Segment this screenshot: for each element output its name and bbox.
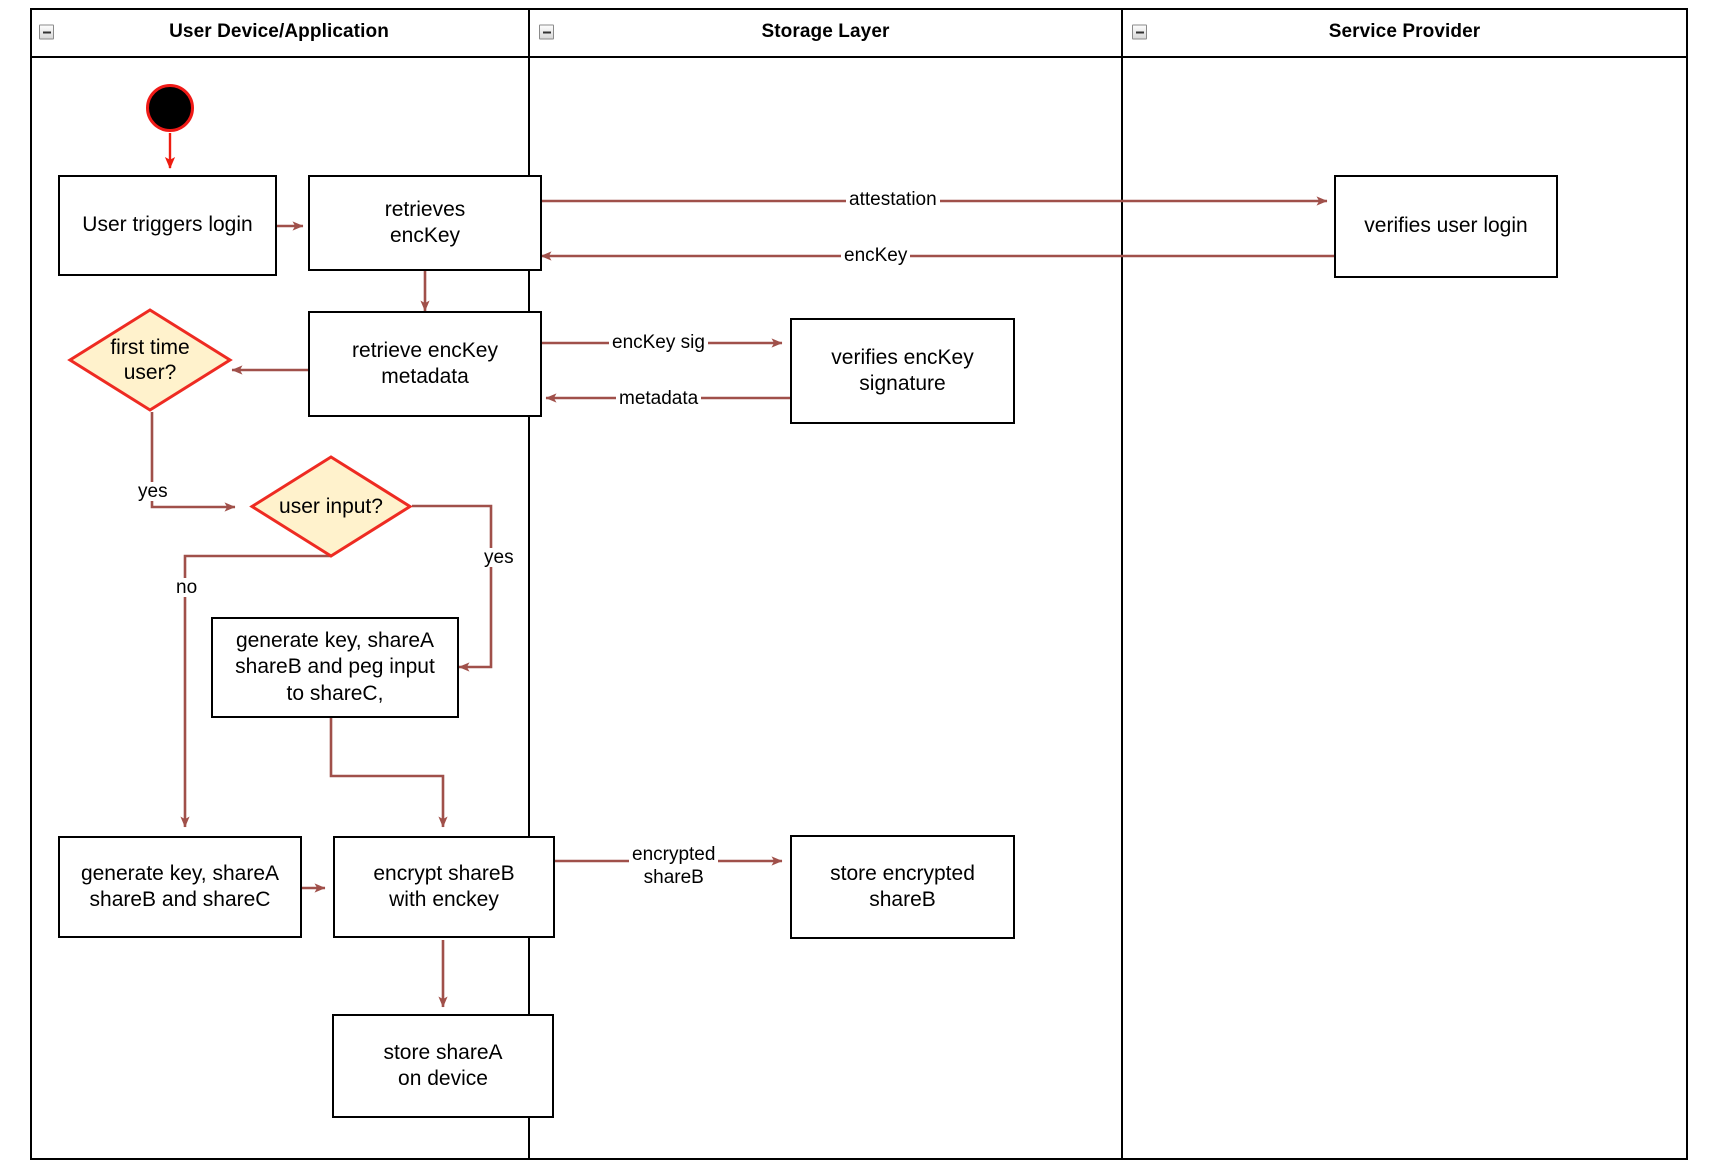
lane-title: Storage Layer	[761, 21, 890, 42]
node-label: generate key, shareA shareB and shareC	[80, 861, 280, 911]
node-store-sharea-on-device[interactable]: store shareA on device	[332, 1014, 554, 1118]
node-label: retrieves encKey	[384, 197, 466, 247]
node-label: verifies user login	[1364, 214, 1528, 238]
node-label: verifies encKey signature	[831, 345, 974, 395]
edge-label-yes-first-time: yes	[135, 482, 171, 501]
lane-title: User Device/Application	[169, 21, 389, 42]
edge-label-metadata: metadata	[616, 389, 702, 408]
minus-box-icon[interactable]	[39, 24, 54, 40]
diamond-shape	[67, 308, 233, 412]
decision-user-input[interactable]: user input?	[249, 455, 413, 558]
lane-divider-1	[528, 58, 530, 1158]
node-verifies-user-login[interactable]: verifies user login	[1334, 175, 1558, 278]
edge-label-enckey: encKey	[841, 246, 911, 265]
minus-box-icon[interactable]	[1132, 24, 1147, 40]
edge-label-enckey-sig: encKey sig	[609, 333, 708, 352]
edge-label-attestation: attestation	[846, 190, 940, 209]
node-label: retrieve encKey metadata	[352, 338, 498, 388]
minus-box-icon[interactable]	[539, 24, 554, 40]
lane-header-storage[interactable]: Storage Layer	[530, 8, 1123, 58]
node-label: encrypt shareB with enckey	[373, 861, 515, 911]
lane-header-user-device[interactable]: User Device/Application	[30, 8, 530, 58]
edge-label-yes-user-input: yes	[481, 548, 517, 567]
decision-label: first time user?	[110, 335, 190, 384]
node-label: generate key, shareA shareB and peg inpu…	[235, 629, 435, 705]
node-retrieve-enckey-metadata[interactable]: retrieve encKey metadata	[308, 311, 542, 417]
node-label: User triggers login	[82, 213, 253, 237]
edge-label-encrypted-shareb: encrypted shareB	[629, 844, 719, 890]
node-label: store shareA on device	[383, 1040, 503, 1090]
lane-header-service-provider[interactable]: Service Provider	[1123, 8, 1686, 58]
decision-label: user input?	[279, 494, 383, 518]
decision-first-time-user[interactable]: first time user?	[67, 308, 233, 412]
lane-divider-2	[1121, 58, 1123, 1158]
diamond-shape	[249, 455, 413, 558]
start-node[interactable]	[146, 84, 194, 132]
lane-title: Service Provider	[1328, 21, 1481, 42]
node-user-triggers-login[interactable]: User triggers login	[58, 175, 277, 276]
node-store-encrypted-shareb[interactable]: store encrypted shareB	[790, 835, 1015, 939]
node-verifies-enckey-signature[interactable]: verifies encKey signature	[790, 318, 1015, 424]
node-encrypt-shareb[interactable]: encrypt shareB with enckey	[333, 836, 555, 938]
edge-label-no-user-input: no	[173, 578, 201, 597]
node-label: store encrypted shareB	[830, 861, 975, 911]
node-retrieves-enckey[interactable]: retrieves encKey	[308, 175, 542, 271]
swimlane-frame	[30, 8, 1688, 1160]
node-generate-key-sharec[interactable]: generate key, shareA shareB and shareC	[58, 836, 302, 938]
node-generate-key-peg-input[interactable]: generate key, shareA shareB and peg inpu…	[211, 617, 459, 718]
